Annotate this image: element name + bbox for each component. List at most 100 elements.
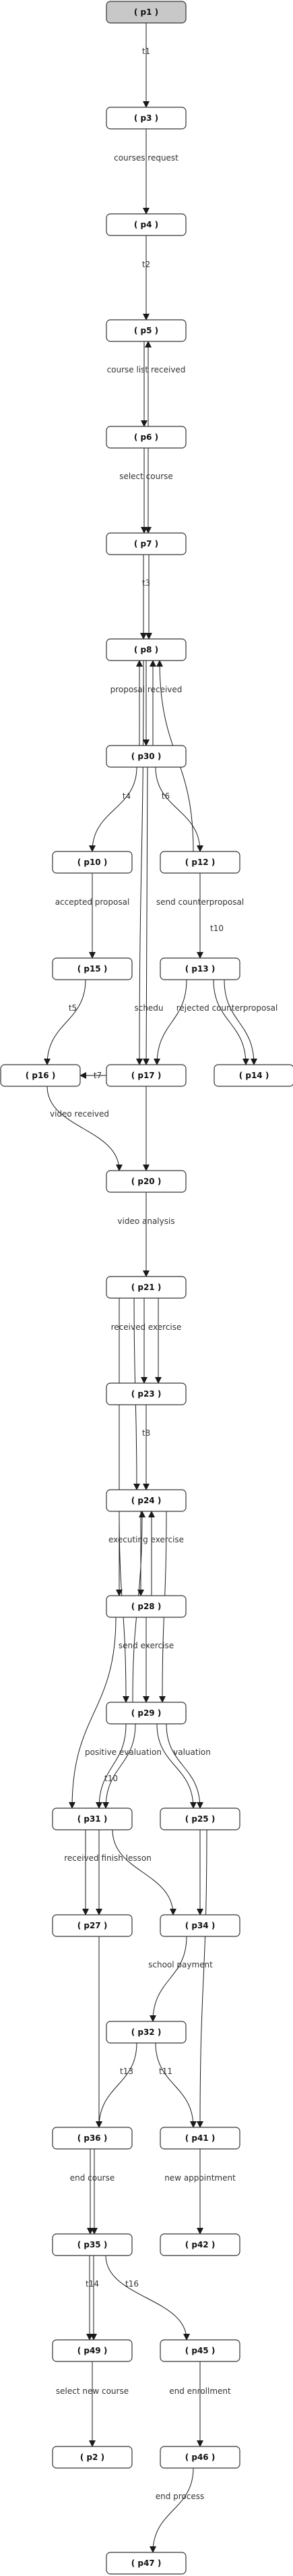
place-label-p42: ( p42 ): [185, 2240, 216, 2249]
place-label-p8: ( p8 ): [134, 645, 158, 654]
place-box-p24[interactable]: [106, 1489, 187, 1512]
place-box-p31[interactable]: [52, 1808, 133, 1830]
place-p41[interactable]: ( p41 ): [160, 2127, 240, 2150]
place-p13[interactable]: ( p13 ): [160, 957, 240, 980]
place-p35[interactable]: ( p35 ): [52, 2233, 133, 2256]
place-p28[interactable]: ( p28 ): [106, 1595, 187, 1618]
place-box-p27[interactable]: [52, 1914, 133, 1937]
transition-label-t6: t6: [162, 791, 170, 801]
place-p47[interactable]: ( p47 ): [106, 2552, 187, 2575]
place-label-p49: ( p49 ): [77, 2346, 108, 2355]
place-label-p21: ( p21 ): [131, 1283, 162, 1292]
place-label-p32: ( p32 ): [131, 2027, 162, 2037]
place-p36[interactable]: ( p36 ): [52, 2127, 133, 2150]
place-box-p20[interactable]: [106, 1170, 187, 1193]
transition-label-send_exercise: send exercise: [119, 1641, 174, 1650]
place-box-p30[interactable]: [106, 745, 187, 768]
transition-label-t2: t2: [142, 260, 150, 269]
arc-p29-to-p31: [96, 1723, 127, 1809]
arc-p29-to-p31: [102, 1723, 136, 1809]
place-box-p8[interactable]: [106, 638, 187, 661]
place-box-p35[interactable]: [52, 2233, 133, 2256]
place-label-p7: ( p7 ): [134, 539, 158, 549]
place-box-p32[interactable]: [106, 2021, 187, 2044]
place-p45[interactable]: ( p45 ): [160, 2339, 240, 2362]
place-p3[interactable]: ( p3 ): [106, 107, 187, 130]
place-p1[interactable]: ( p1 ): [106, 1, 187, 24]
place-p29[interactable]: ( p29 ): [106, 1702, 187, 1725]
place-box-p7[interactable]: [106, 532, 187, 555]
place-label-p17: ( p17 ): [131, 1071, 162, 1080]
place-p7[interactable]: ( p7 ): [106, 532, 187, 555]
arc-p29-to-p25: [156, 1723, 197, 1809]
place-box-p21[interactable]: [106, 1276, 187, 1299]
place-box-p29[interactable]: [106, 1702, 187, 1725]
place-box-p6[interactable]: [106, 426, 187, 449]
place-p34[interactable]: ( p34 ): [160, 1914, 240, 1937]
place-p31[interactable]: ( p31 ): [52, 1808, 133, 1830]
place-box-p46[interactable]: [160, 2446, 240, 2469]
place-p20[interactable]: ( p20 ): [106, 1170, 187, 1193]
place-box-p45[interactable]: [160, 2339, 240, 2362]
place-p25[interactable]: ( p25 ): [160, 1808, 240, 1830]
place-p21[interactable]: ( p21 ): [106, 1276, 187, 1299]
transition-label-school_payment: school payment: [148, 1960, 213, 1969]
place-box-p23[interactable]: [106, 1382, 187, 1405]
place-box-p36[interactable]: [52, 2127, 133, 2150]
place-box-p47[interactable]: [106, 2552, 187, 2575]
place-p42[interactable]: ( p42 ): [160, 2233, 240, 2256]
place-p14[interactable]: ( p14 ): [214, 1064, 293, 1087]
place-box-p13[interactable]: [160, 957, 240, 980]
place-box-p5[interactable]: [106, 319, 187, 342]
place-box-p1[interactable]: [106, 1, 187, 24]
place-p10[interactable]: ( p10 ): [52, 851, 133, 874]
place-label-p45: ( p45 ): [185, 2346, 216, 2355]
place-box-p2[interactable]: [52, 2446, 133, 2469]
transition-label-positive_evaluation: positive evaluation: [85, 1747, 162, 1757]
transition-label-accepted_proposal: accepted proposal: [55, 897, 130, 907]
transition-label-t4: t4: [123, 791, 131, 801]
place-p15[interactable]: ( p15 ): [52, 957, 133, 980]
place-p30[interactable]: ( p30 ): [106, 745, 187, 768]
place-p5[interactable]: ( p5 ): [106, 319, 187, 342]
place-p8[interactable]: ( p8 ): [106, 638, 187, 661]
place-box-p16[interactable]: [0, 1064, 81, 1087]
transition-label-t14: t14: [86, 2279, 99, 2289]
place-label-p46: ( p46 ): [185, 2453, 216, 2462]
place-box-p12[interactable]: [160, 851, 240, 874]
place-p6[interactable]: ( p6 ): [106, 426, 187, 449]
arc-p15-to-p16: [44, 979, 86, 1065]
place-box-p10[interactable]: [52, 851, 133, 874]
place-box-p28[interactable]: [106, 1595, 187, 1618]
place-box-p15[interactable]: [52, 957, 133, 980]
arc-p35-to-p45: [105, 2255, 190, 2341]
place-box-p42[interactable]: [160, 2233, 240, 2256]
place-p24[interactable]: ( p24 ): [106, 1489, 187, 1512]
place-label-p15: ( p15 ): [77, 964, 108, 974]
place-box-p41[interactable]: [160, 2127, 240, 2150]
place-box-p3[interactable]: [106, 107, 187, 130]
place-p46[interactable]: ( p46 ): [160, 2446, 240, 2469]
place-p4[interactable]: ( p4 ): [106, 213, 187, 236]
place-p27[interactable]: ( p27 ): [52, 1914, 133, 1937]
transition-label-t13: t13: [120, 2067, 133, 2076]
place-p23[interactable]: ( p23 ): [106, 1382, 187, 1405]
transition-label-t5: t5: [69, 1003, 77, 1013]
place-box-p34[interactable]: [160, 1914, 240, 1937]
place-p49[interactable]: ( p49 ): [52, 2339, 133, 2362]
place-box-p17[interactable]: [106, 1064, 187, 1087]
arc-p30-to-p12: [155, 766, 203, 852]
place-label-p27: ( p27 ): [77, 1921, 108, 1930]
place-p16[interactable]: ( p16 ): [0, 1064, 81, 1087]
arc-p32-to-p36: [96, 2042, 137, 2128]
place-p2[interactable]: ( p2 ): [52, 2446, 133, 2469]
place-box-p4[interactable]: [106, 213, 187, 236]
place-p17[interactable]: ( p17 ): [106, 1064, 187, 1087]
place-box-p25[interactable]: [160, 1808, 240, 1830]
arc-p8-to-p17: [136, 660, 144, 1065]
place-label-p28: ( p28 ): [131, 1602, 162, 1611]
place-box-p14[interactable]: [214, 1064, 293, 1087]
place-p12[interactable]: ( p12 ): [160, 851, 240, 874]
place-p32[interactable]: ( p32 ): [106, 2021, 187, 2044]
place-box-p49[interactable]: [52, 2339, 133, 2362]
